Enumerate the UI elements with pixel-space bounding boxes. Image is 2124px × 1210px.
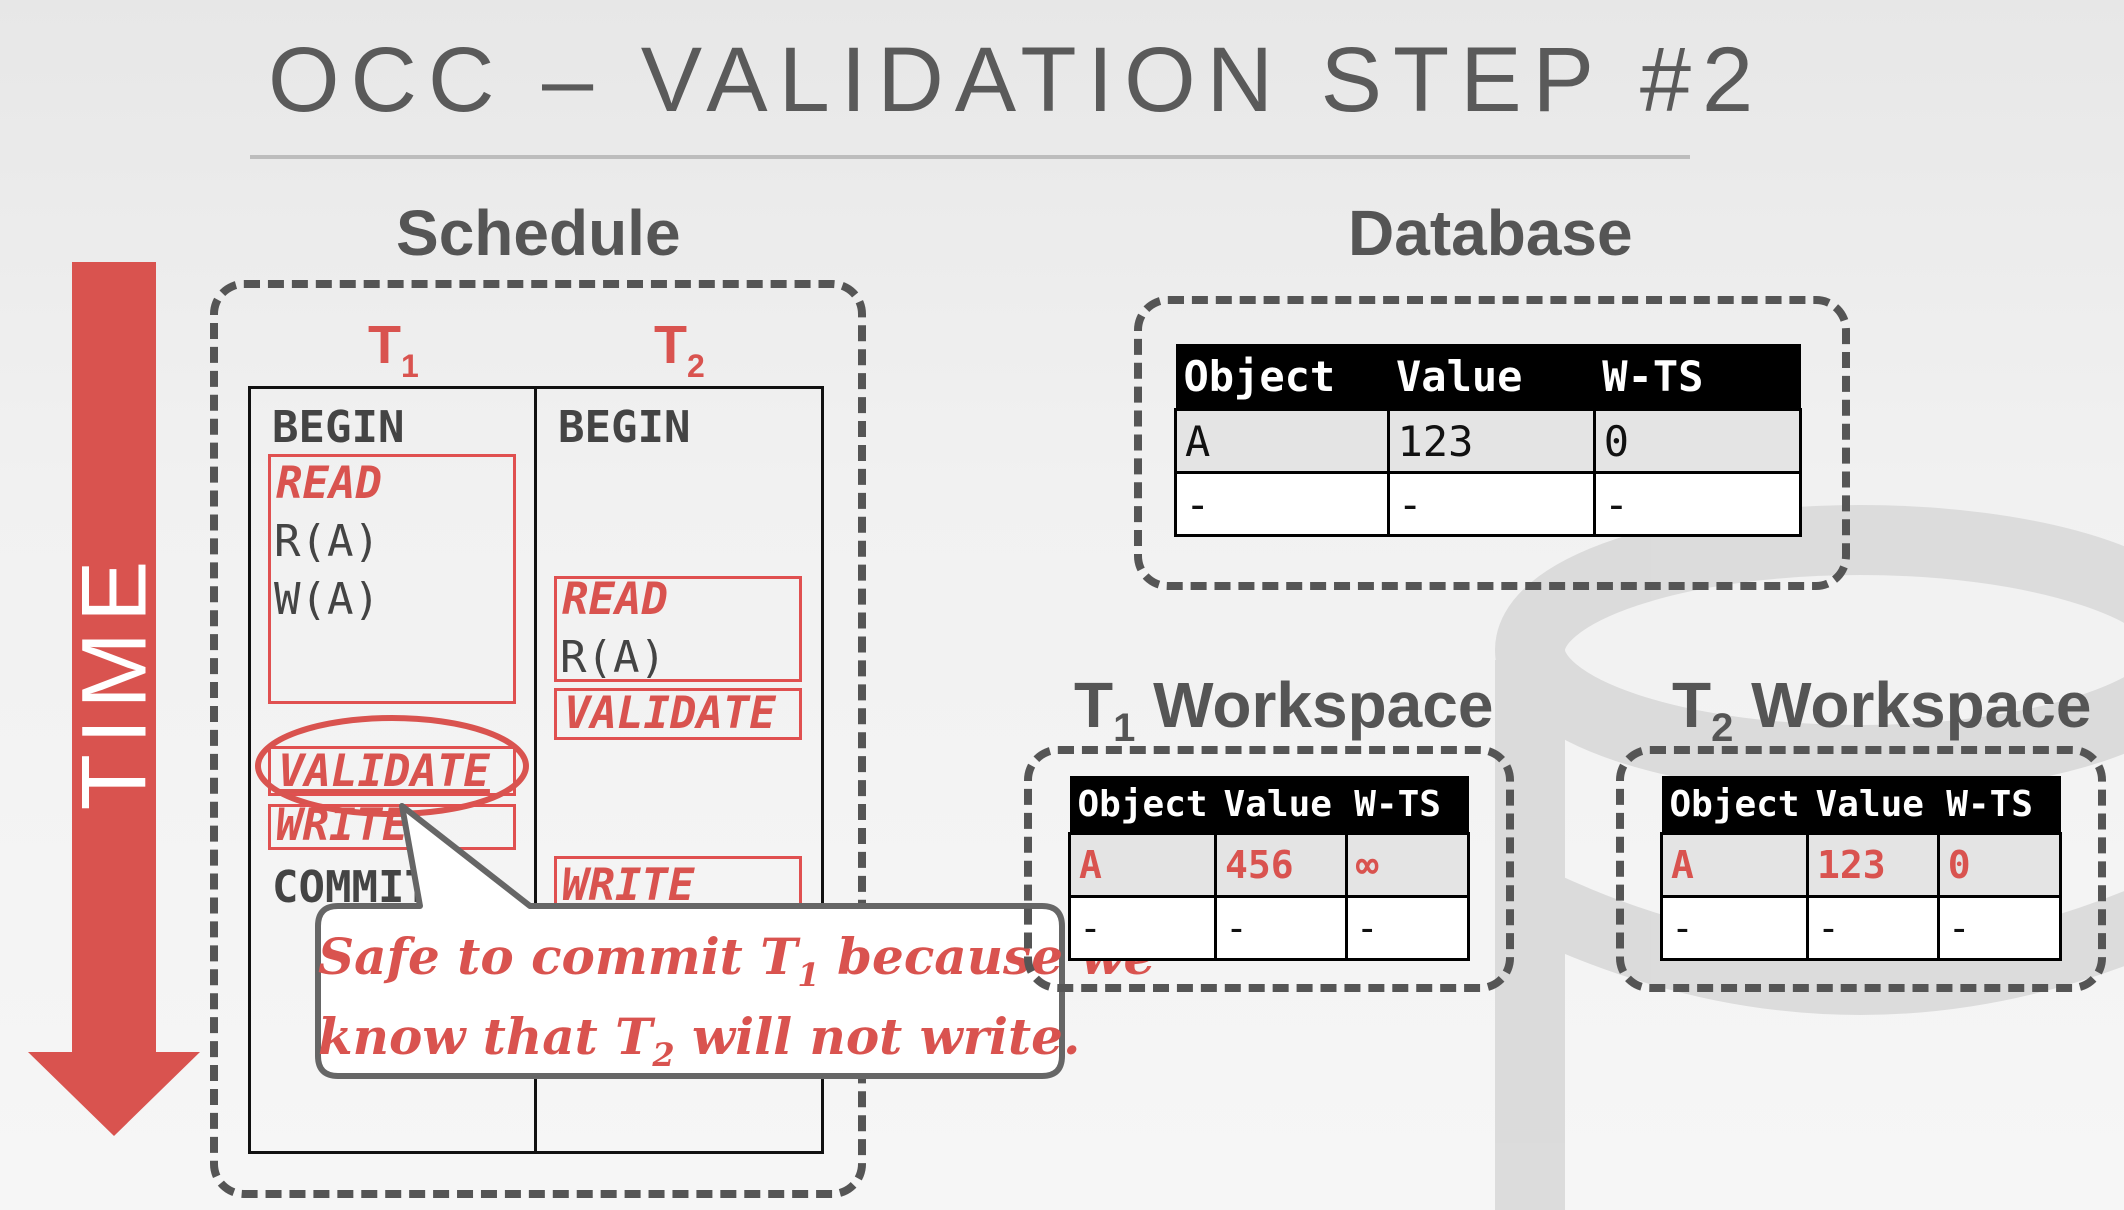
database-header-row: Object Value W-TS: [1175, 344, 1801, 410]
t1-header: T1: [368, 315, 419, 384]
col-wts: W-TS: [1594, 344, 1801, 410]
t2-read-phase-box: [554, 576, 802, 682]
t1-op-write-a: W(A): [274, 574, 380, 625]
t1-write-phase-box: [268, 804, 516, 850]
t1-validate-label: VALIDATE: [278, 746, 490, 797]
schedule-frame: [210, 280, 866, 1198]
table-row: ---: [1174, 471, 1803, 537]
table-row: ---: [1067, 895, 1471, 961]
t2-workspace-frame: [1616, 746, 2106, 992]
time-arrow: [28, 262, 200, 1136]
callout-line-2: know that T2 will not write.: [318, 1007, 1081, 1074]
t2-read-label: READ: [562, 574, 668, 625]
t2-workspace-heading: T2 Workspace: [1672, 669, 2092, 750]
t2-write-label: WRITE: [562, 860, 695, 911]
database-heading: Database: [1348, 197, 1633, 269]
t1-op-read-a: R(A): [274, 516, 380, 567]
t2-workspace-header-row: Object Value W-TS: [1661, 776, 2061, 834]
database-frame: [1134, 296, 1850, 590]
callout-line-1: Safe to commit T1 because we: [318, 927, 1156, 994]
t1-workspace-header-row: Object Value W-TS: [1069, 776, 1469, 834]
t2-op-read-a: R(A): [560, 632, 666, 683]
time-label: TIME: [63, 550, 166, 810]
validate-highlight-ellipse: [255, 715, 529, 817]
col-value: Value: [1388, 344, 1595, 410]
t2-begin: BEGIN: [558, 402, 691, 453]
slide-title: OCC – VALIDATION STEP #2: [268, 29, 1765, 131]
t1-workspace-frame: [1024, 746, 1514, 992]
callout-text: Safe to commit T1 because we know that T…: [318, 926, 1156, 1086]
col-object: Object: [1175, 344, 1388, 410]
t1-write-label: WRITE: [276, 800, 409, 851]
t1-read-label: READ: [276, 458, 382, 509]
t2-header: T2: [654, 315, 705, 384]
t2-validate-label: VALIDATE: [564, 688, 776, 739]
t1-workspace-heading: T1 Workspace: [1074, 669, 1494, 750]
callout-bubble: [315, 803, 1065, 1079]
t1-validate-phase-box: [268, 746, 516, 796]
title-divider: [250, 155, 1690, 159]
table-row: ---: [1659, 895, 2063, 961]
t1-read-phase-box: [268, 454, 516, 704]
schedule-heading: Schedule: [396, 197, 681, 269]
schedule-column-divider: [534, 386, 537, 1154]
t2-validate-phase-box: [554, 688, 802, 740]
t1-begin: BEGIN: [272, 402, 405, 453]
